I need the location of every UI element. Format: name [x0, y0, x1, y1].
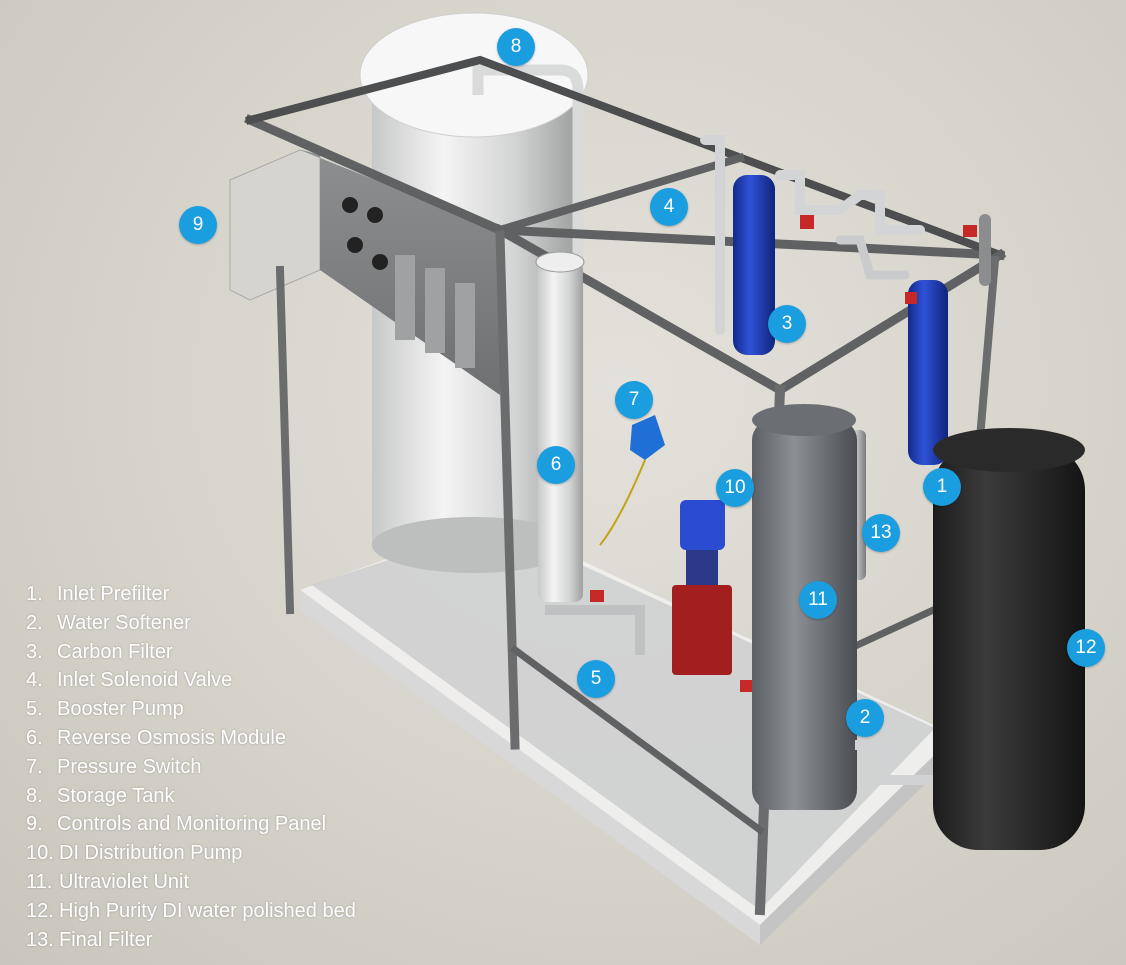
callout-1: 1: [923, 468, 961, 506]
inlet-prefilter: [908, 280, 948, 465]
legend-number: 2.: [26, 611, 43, 634]
legend-item: 2. Water Softener: [26, 609, 356, 638]
legend-label: High Purity DI water polished bed: [59, 899, 356, 922]
component-legend: 1. Inlet Prefilter 2. Water Softener 3. Car…: [26, 580, 356, 954]
legend-number: 5.: [26, 698, 43, 721]
callout-4: 4: [650, 188, 688, 226]
legend-label: Inlet Solenoid Valve: [57, 669, 233, 692]
pressure-switch: [599, 415, 665, 546]
callout-2: 2: [846, 699, 884, 737]
legend-number: 1.: [26, 583, 43, 605]
legend-number: 10.: [26, 842, 54, 865]
di-polished-bed: [933, 428, 1085, 850]
callout-3: 3: [768, 305, 806, 343]
legend-number: 3.: [26, 640, 43, 663]
legend-number: 7.: [26, 755, 43, 778]
legend-label: Pressure Switch: [57, 755, 202, 778]
legend-item: 6. Reverse Osmosis Module: [26, 724, 356, 753]
legend-item: 13.Final Filter: [26, 926, 356, 955]
legend-number: 4.: [26, 669, 43, 692]
legend-item: 1. Inlet Prefilter: [26, 580, 356, 609]
carbon-filter: [733, 175, 775, 355]
legend-item: 10.DI Distribution Pump: [26, 839, 356, 868]
legend-label: Carbon Filter: [57, 640, 173, 663]
legend-item: 11. Ultraviolet Unit: [26, 868, 356, 897]
legend-number: 12.: [26, 899, 54, 922]
legend-number: 13.: [26, 928, 54, 951]
callout-6: 6: [537, 446, 575, 484]
legend-label: Ultraviolet Unit: [59, 870, 190, 893]
legend-label: Water Softener: [57, 611, 191, 634]
booster-pump: [545, 500, 752, 692]
callout-11: 11: [799, 581, 837, 619]
callout-8: 8: [497, 28, 535, 66]
legend-label: Storage Tank: [57, 784, 175, 807]
legend-item: 7. Pressure Switch: [26, 753, 356, 782]
legend-number: 6.: [26, 726, 43, 749]
callout-10: 10: [716, 469, 754, 507]
callout-9: 9: [179, 206, 217, 244]
reverse-osmosis-module: [535, 251, 585, 602]
top-piping: [700, 135, 991, 335]
legend-item: 3. Carbon Filter: [26, 638, 356, 667]
legend-number: 8.: [26, 784, 43, 807]
callout-7: 7: [615, 381, 653, 419]
legend-label: Reverse Osmosis Module: [57, 726, 286, 749]
legend-label: DI Distribution Pump: [59, 842, 243, 865]
legend-item: 12.High Purity DI water polished bed: [26, 897, 356, 926]
legend-number: 11.: [26, 870, 53, 893]
legend-number: 9.: [26, 813, 43, 836]
legend-item: 8. Storage Tank: [26, 782, 356, 811]
callout-13: 13: [862, 514, 900, 552]
legend-item: 5. Booster Pump: [26, 695, 356, 724]
legend-item: 4. Inlet Solenoid Valve: [26, 666, 356, 695]
legend-label: Final Filter: [59, 928, 153, 951]
callout-5: 5: [577, 660, 615, 698]
legend-label: Inlet Prefilter: [57, 583, 170, 605]
legend-label: Booster Pump: [57, 698, 184, 721]
frame-base: [300, 520, 955, 945]
water-softener: [752, 404, 935, 810]
legend-label: Controls and Monitoring Panel: [57, 813, 327, 836]
legend-item: 9. Controls and Monitoring Panel: [26, 810, 356, 839]
callout-12: 12: [1067, 629, 1105, 667]
